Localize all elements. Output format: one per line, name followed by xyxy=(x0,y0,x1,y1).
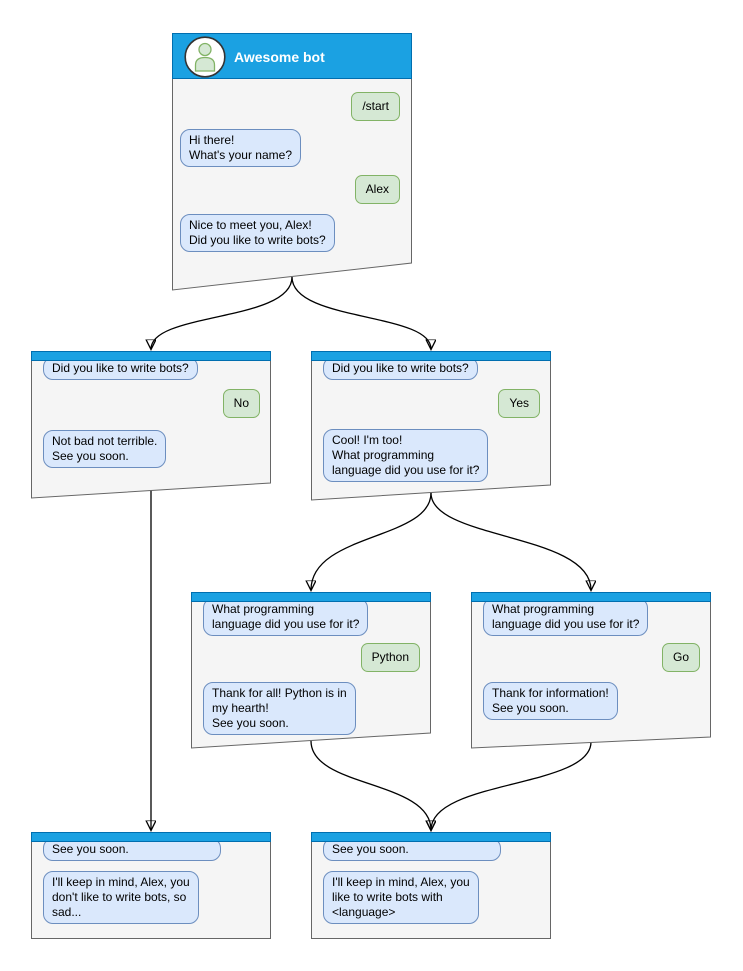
bot-message-bubble: What programming language did you use fo… xyxy=(483,598,649,636)
user-message-bubble: Python xyxy=(360,643,420,672)
chat-window-titlebar xyxy=(311,351,551,361)
bot-message-bubble: Thank for information! See you soon. xyxy=(483,682,618,720)
bot-message-bubble: Hi there! What's your name? xyxy=(180,129,302,167)
bot-message-bubble: Did you like to write bots? xyxy=(43,357,198,380)
chat-window-titlebar xyxy=(311,832,551,842)
chat-window-lang-go: What programming language did you use fo… xyxy=(471,592,711,749)
chat-window-titlebar xyxy=(31,832,271,842)
chat-window-titlebar: Awesome bot xyxy=(172,33,412,79)
user-message-bubble: /start xyxy=(351,92,400,121)
chat-window-branch-no: Did you like to write bots? No Not bad n… xyxy=(31,351,271,499)
bot-message-bubble: I'll keep in mind, Alex, you like to wri… xyxy=(323,871,479,924)
bot-message-bubble: What programming language did you use fo… xyxy=(203,598,369,636)
user-message-bubble: Alex xyxy=(354,175,400,204)
chat-window-titlebar xyxy=(31,351,271,361)
message-list: Did you like to write bots? Yes Cool! I'… xyxy=(311,357,551,482)
connector-yes-to-python xyxy=(311,492,432,590)
chat-window-title: Awesome bot xyxy=(234,49,325,65)
user-message-bubble: Yes xyxy=(498,389,540,418)
user-message-bubble: No xyxy=(222,389,260,418)
message-list: See you soon. I'll keep in mind, Alex, y… xyxy=(31,838,271,924)
message-list: /start Hi there! What's your name? Alex … xyxy=(172,79,412,252)
message-list: See you soon. I'll keep in mind, Alex, y… xyxy=(311,838,551,924)
bot-message-bubble: See you soon. xyxy=(43,838,221,861)
chat-window-end-no: See you soon. I'll keep in mind, Alex, y… xyxy=(31,832,271,939)
connector-python-to-end xyxy=(310,740,431,830)
bot-message-bubble: Cool! I'm too! What programming language… xyxy=(323,429,489,482)
chat-window-end-language: See you soon. I'll keep in mind, Alex, y… xyxy=(311,832,551,939)
chat-window-branch-yes: Did you like to write bots? Yes Cool! I'… xyxy=(311,351,551,501)
bot-message-bubble: Thank for all! Python is in my hearth! S… xyxy=(203,682,356,735)
bot-message-bubble: Did you like to write bots? xyxy=(323,357,478,380)
chat-window-lang-python: What programming language did you use fo… xyxy=(191,592,431,749)
connector-yes-to-go xyxy=(430,492,591,590)
message-list: What programming language did you use fo… xyxy=(191,598,431,735)
bot-message-bubble: Not bad not terrible. See you soon. xyxy=(43,430,167,468)
chat-window-root: Awesome bot /start Hi there! What's your… xyxy=(172,33,412,291)
message-list: Did you like to write bots? No Not bad n… xyxy=(31,357,271,468)
chat-window-titlebar xyxy=(191,592,431,602)
bot-message-bubble: I'll keep in mind, Alex, you don't like … xyxy=(43,871,199,924)
connector-go-to-end xyxy=(431,741,592,830)
person-icon xyxy=(184,36,226,78)
chat-window-titlebar xyxy=(471,592,711,602)
user-message-bubble: Go xyxy=(661,643,700,672)
message-list: What programming language did you use fo… xyxy=(471,598,711,720)
bot-message-bubble: Nice to meet you, Alex! Did you like to … xyxy=(180,214,335,252)
